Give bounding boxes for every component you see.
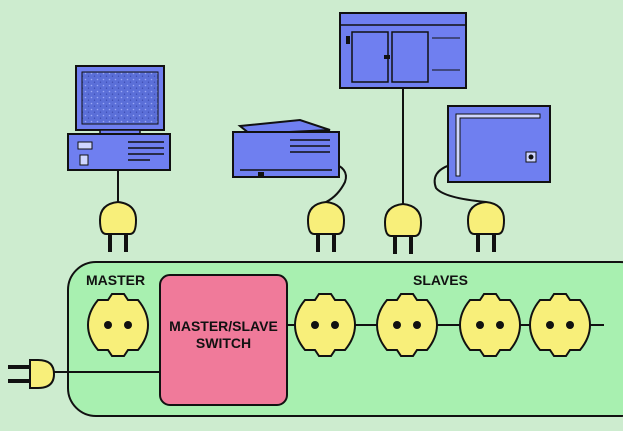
- socket-slave-2-icon: [375, 293, 439, 357]
- amplifier-icon: [339, 12, 467, 89]
- fax-machine-icon: [232, 118, 340, 178]
- master-slave-switch: [159, 274, 288, 406]
- switch-label-line2: SWITCH: [195, 335, 252, 351]
- mains-plug-icon: [8, 359, 56, 389]
- socket-master-icon: [86, 293, 150, 357]
- plug-monitor-icon: [466, 200, 506, 252]
- slaves-label: SLAVES: [413, 272, 468, 288]
- socket-slave-3-icon: [458, 293, 522, 357]
- switch-label-line1: MASTER/SLAVE: [169, 318, 278, 334]
- socket-slave-4-icon: [528, 293, 592, 357]
- monitor-icon: [447, 105, 551, 183]
- switch-label: MASTER/SLAVE SWITCH: [160, 318, 287, 352]
- monitor-cable: [433, 164, 487, 203]
- plug-computer-icon: [98, 200, 138, 252]
- computer-icon: [67, 65, 171, 171]
- socket-slave-1-icon: [293, 293, 357, 357]
- plug-fax-icon: [306, 200, 346, 252]
- master-label: MASTER: [86, 272, 146, 288]
- plug-amplifier-icon: [383, 202, 423, 254]
